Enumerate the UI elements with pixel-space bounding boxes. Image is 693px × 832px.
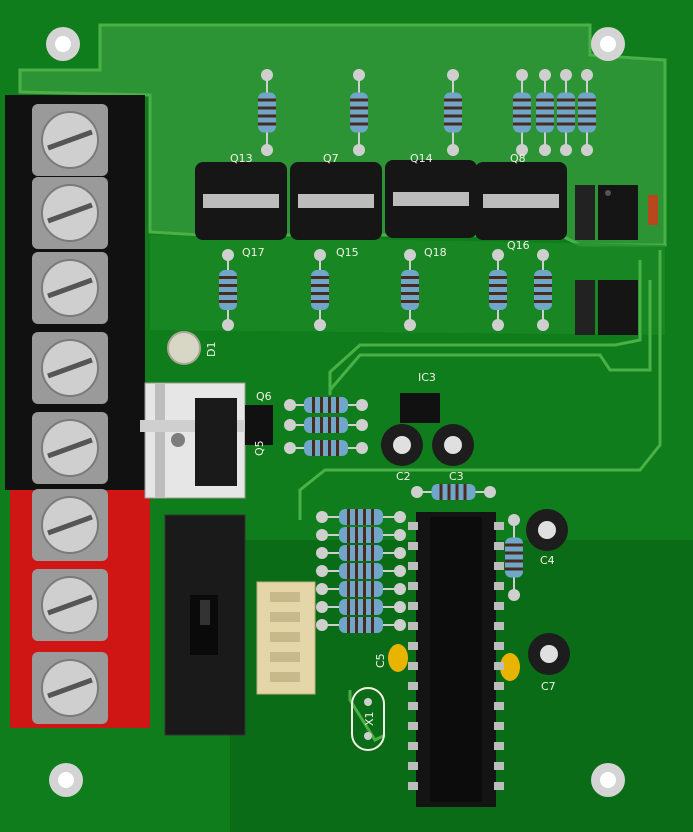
resistor [316, 581, 406, 597]
resistor [284, 440, 368, 456]
resistor [401, 249, 419, 331]
capacitor-c4 [526, 509, 568, 551]
capacitor-c5 [388, 644, 408, 672]
terminal-screw-icon [32, 177, 108, 249]
terminal-screw-icon [32, 332, 108, 404]
label-c5: C5 [374, 653, 387, 668]
smd-parts-left-2 [575, 280, 595, 335]
crystal-x1-outline [351, 687, 385, 751]
terminal-screw-icon [32, 412, 108, 484]
label-d1: D1 [205, 342, 218, 357]
label-q6: Q6 [256, 390, 272, 403]
resistor [284, 397, 368, 413]
terminal-screw-icon [32, 569, 108, 641]
label-q5: Q5 [253, 440, 266, 456]
power-transistor [475, 162, 567, 240]
label-c2: C2 [396, 470, 411, 483]
capacitor-c7 [528, 633, 570, 675]
resistor [557, 69, 575, 156]
resistor [489, 249, 507, 331]
optocoupler-2 [598, 280, 638, 335]
label-q8: Q8 [510, 152, 526, 165]
resistor [316, 545, 406, 561]
mounting-holes [46, 27, 625, 797]
heatsink [140, 382, 250, 499]
label-q16: Q16 [507, 239, 530, 252]
label-q14: Q14 [410, 152, 433, 165]
label-q15: Q15 [336, 246, 359, 259]
capacitor-c6 [500, 653, 520, 681]
label-q17: Q17 [242, 246, 265, 259]
led-d1 [167, 331, 201, 365]
resistor [513, 69, 531, 156]
power-transistors [195, 160, 567, 240]
terminal-block-red [10, 489, 150, 728]
voltage-regulator [195, 398, 237, 486]
resistor [258, 69, 276, 156]
slide-switch [164, 514, 246, 736]
label-c3: C3 [449, 470, 464, 483]
label-ic3: IC3 [418, 371, 436, 384]
resistor-group [219, 69, 596, 633]
diode-small [648, 195, 658, 225]
resistor [316, 617, 406, 633]
resistor [316, 599, 406, 615]
label-c7: C7 [541, 680, 556, 693]
resistor [578, 69, 596, 156]
label-c4: C4 [540, 554, 555, 567]
power-transistor [385, 160, 477, 238]
resistor [311, 249, 329, 331]
ic3-package [400, 393, 440, 423]
copper-traces [298, 250, 662, 742]
resistor [316, 527, 406, 543]
terminal-screw-icon [32, 104, 108, 176]
resistor [316, 509, 406, 525]
resistor [350, 69, 368, 156]
power-transistor [290, 162, 382, 240]
power-transistor [195, 162, 287, 240]
microcontroller-dip [408, 512, 504, 807]
resistor [284, 417, 368, 433]
optocoupler-1 [598, 185, 638, 240]
terminal-screw-icon [32, 252, 108, 324]
label-q13: Q13 [230, 152, 253, 165]
resistor [316, 563, 406, 579]
capacitor-c3 [432, 424, 474, 466]
resistor [444, 69, 462, 156]
resistor [219, 249, 237, 331]
label-q7: Q7 [323, 152, 339, 165]
terminal-screw-icon [32, 652, 108, 724]
resistor [536, 69, 554, 156]
capacitor-c2 [381, 424, 423, 466]
pin-header-connector [256, 581, 316, 695]
resistor [534, 249, 552, 331]
label-q18: Q18 [424, 246, 447, 259]
resistor [505, 514, 523, 601]
smd-parts-left [575, 185, 595, 240]
terminal-block-black [5, 95, 145, 490]
silkscreen-labels: Q13 Q7 Q14 Q8 Q17 Q15 Q18 Q16 D1 Q6 Q5 I… [205, 152, 556, 726]
terminal-screw-icon [32, 489, 108, 561]
resistor [411, 484, 496, 500]
transistor-q6 [245, 405, 273, 445]
label-x1: X1 [363, 711, 376, 726]
